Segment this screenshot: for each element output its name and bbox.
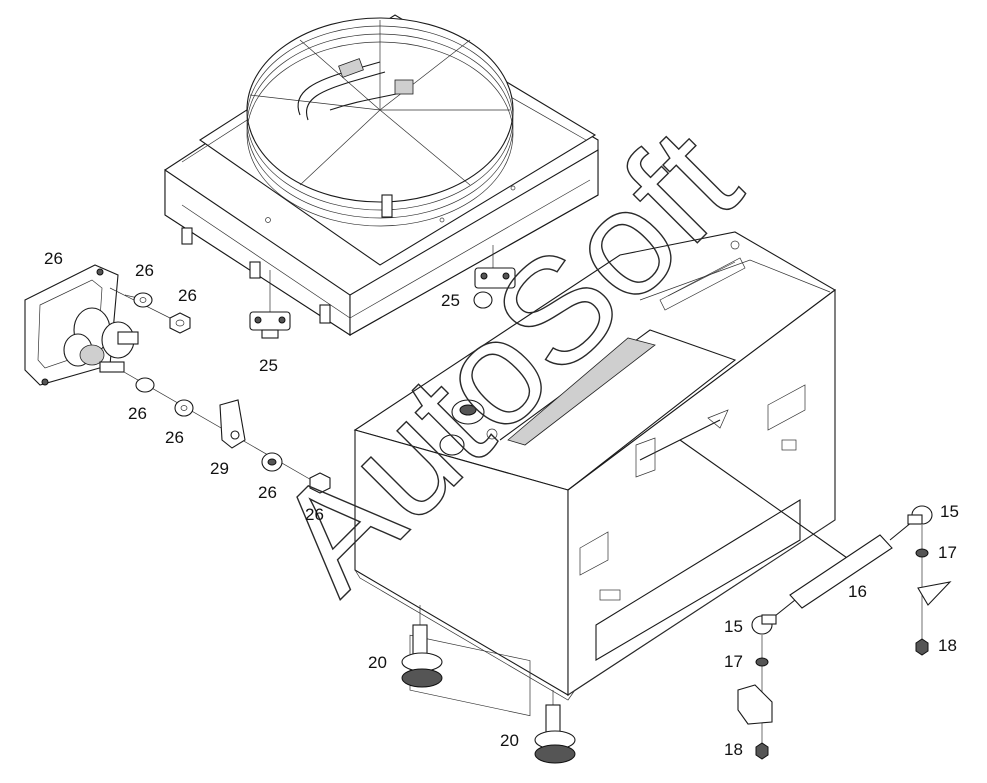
tank-body: [353, 231, 836, 717]
callout-20-right: 20: [500, 731, 519, 750]
ball-joint-15-bottom: [751, 614, 777, 745]
callout-15-bottom: 15: [724, 617, 743, 636]
foot-20-right: [534, 690, 576, 764]
callout-26-washer-3: 26: [258, 483, 277, 502]
radiator-assembly: [164, 14, 599, 337]
valve-25-right: [473, 245, 516, 309]
callout-17-bottom: 17: [724, 652, 743, 671]
callout-25-right: 25: [441, 291, 460, 310]
callout-26-washer-mid: 26: [128, 404, 147, 423]
callout-20-left: 20: [368, 653, 387, 672]
foot-20-left: [401, 605, 443, 688]
callout-26-washer-top: 26: [135, 261, 154, 280]
washers-17: [755, 548, 929, 667]
nuts-18: [755, 638, 929, 760]
pump-flange-26: [24, 264, 139, 386]
callout-26-nut-bottom: 26: [305, 505, 324, 524]
callout-26-nut-top: 26: [178, 286, 197, 305]
callout-16: 16: [848, 582, 867, 601]
callout-18-bottom: 18: [724, 740, 743, 759]
callout-26-flange: 26: [44, 249, 63, 268]
callout-25-left: 25: [259, 356, 278, 375]
valve-25-left: [249, 270, 291, 339]
callout-18-top: 18: [938, 636, 957, 655]
callout-29: 29: [210, 459, 229, 478]
washers-nuts-26: [109, 287, 331, 494]
callout-15-top: 15: [940, 502, 959, 521]
brackets-strut: [737, 581, 952, 725]
callout-26-washer-2: 26: [165, 428, 184, 447]
callout-17-top: 17: [938, 543, 957, 562]
ball-joint-15-top: [907, 505, 933, 640]
bracket-29: [219, 399, 246, 449]
